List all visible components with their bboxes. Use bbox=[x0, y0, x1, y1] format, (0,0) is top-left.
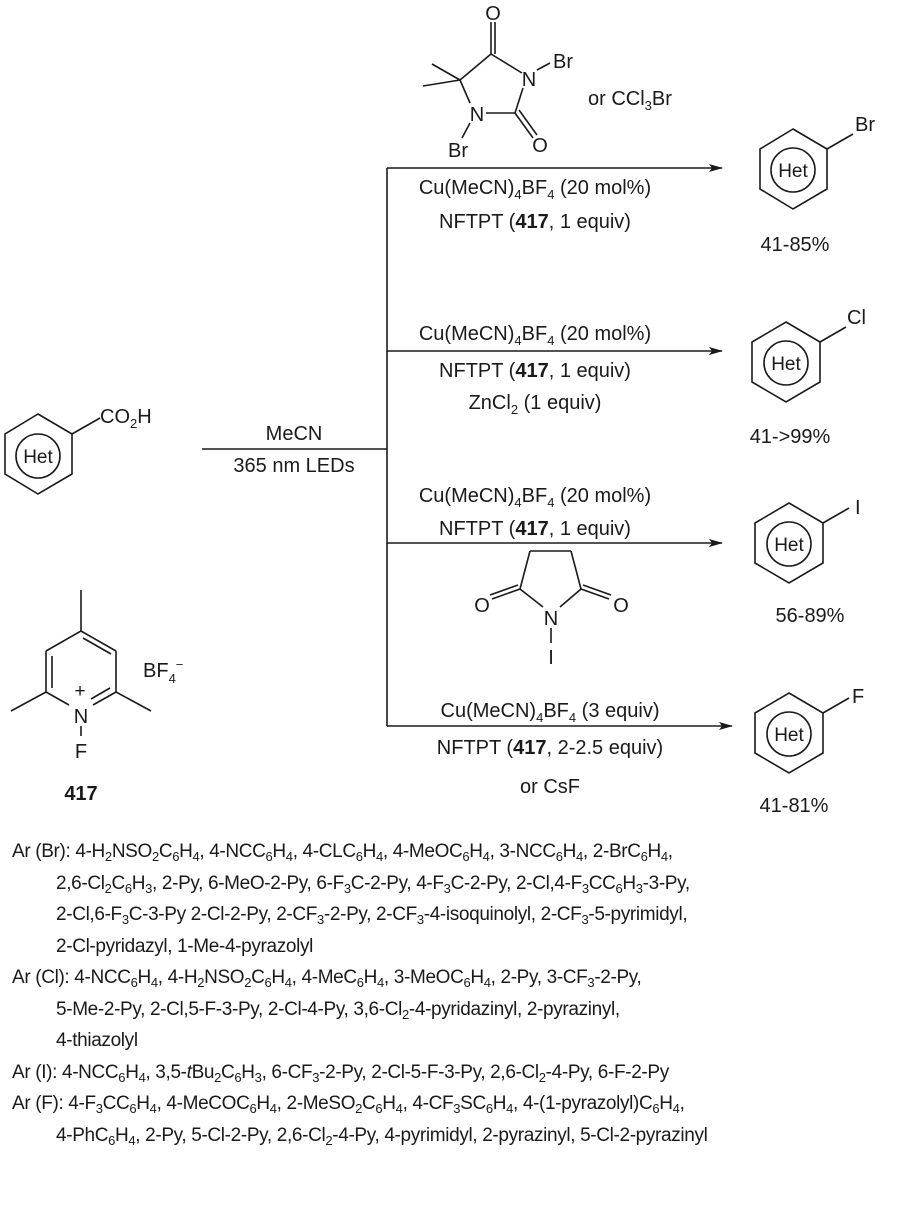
branch-iodination: Cu(MeCN)4BF4 (20 mol%) NFTPT (417, 1 equ… bbox=[387, 485, 861, 669]
f-condition-catalyst: Cu(MeCN)4BF4 (3 equiv) bbox=[441, 700, 660, 725]
branch-chlorination: Cu(MeCN)4BF4 (20 mol%) NFTPT (417, 1 equ… bbox=[387, 307, 866, 448]
product-cl-substituent: Cl bbox=[847, 307, 866, 329]
reaction-scheme: Het CO2H MeCN 365 nm LEDs O N N O bbox=[4, 3, 875, 817]
scope-cl-line-3: 4-thiazolyl bbox=[56, 1030, 138, 1051]
nis-o-right: O bbox=[613, 595, 629, 617]
reagent-417-label: 417 bbox=[64, 783, 97, 805]
br-alternative-reagent: or CCl3Br bbox=[588, 88, 672, 113]
dbdmh-br-right: Br bbox=[553, 51, 573, 73]
reagent-417-charge: + bbox=[74, 681, 85, 702]
scope-f-line-1: Ar (F): 4-F3CC6H4, 4-MeCOC6H4, 2-MeSO2C6… bbox=[12, 1093, 685, 1116]
scope-f-line-2: 4-PhC6H4, 2-Py, 5-Cl-2-Py, 2,6-Cl2-4-Py,… bbox=[56, 1124, 708, 1148]
scope-i-label: Ar (I): bbox=[12, 1061, 58, 1083]
i-condition-catalyst: Cu(MeCN)4BF4 (20 mol%) bbox=[419, 485, 651, 510]
product-i: Het I bbox=[754, 497, 861, 584]
reagent-417-counterion: BF4− bbox=[143, 657, 183, 686]
dbdmh-br-left: Br bbox=[448, 140, 468, 162]
scope-cl: Ar (Cl): 4-NCC6H4, 4-H2NSO2C6H4, 4-MeC6H… bbox=[12, 962, 900, 1057]
scope-cl-line-1: Ar (Cl): 4-NCC6H4, 4-H2NSO2C6H4, 4-MeC6H… bbox=[12, 967, 642, 990]
scope-cl-label: Ar (Cl): bbox=[12, 967, 70, 988]
cooh-label: CO2H bbox=[100, 406, 152, 431]
product-br-substituent: Br bbox=[855, 114, 875, 136]
scope-br-line-2: 2,6-Cl2C6H3, 2-Py, 6-MeO-2-Py, 6-F3C-2-P… bbox=[56, 872, 690, 896]
het-ring-circle bbox=[15, 433, 61, 479]
nis-i: I bbox=[548, 647, 554, 669]
nis-o-left: O bbox=[474, 595, 490, 617]
branch-bromination: O N N O Br Br or CCl3Br Cu(MeCN)4BF4 (20… bbox=[387, 3, 875, 256]
product-br: Het Br bbox=[759, 114, 875, 210]
i-condition-oxidant: NFTPT (417, 1 equiv) bbox=[439, 518, 631, 540]
yield-f: 41-81% bbox=[760, 795, 829, 817]
scope-br-label: Ar (Br): bbox=[12, 841, 71, 862]
yield-cl: 41->99% bbox=[750, 426, 831, 448]
dbdmh-n-right: N bbox=[522, 69, 536, 91]
scope-i-line-1: Ar (I): 4-NCC6H4, 3,5-tBu2C6H3, 6-CF3-2-… bbox=[12, 1061, 669, 1085]
scope-br: Ar (Br): 4-H2NSO2C6H4, 4-NCC6H4, 4-CLC6H… bbox=[12, 836, 900, 962]
nis-n: N bbox=[544, 608, 558, 630]
scope-br-line-3: 2-Cl,6-F3C-3-Py 2-Cl-2-Py, 2-CF3-2-Py, 2… bbox=[56, 904, 688, 927]
scope-i: Ar (I): 4-NCC6H4, 3,5-tBu2C6H3, 6-CF3-2-… bbox=[12, 1057, 900, 1089]
dbdmh-o-top: O bbox=[485, 3, 501, 25]
cl-condition-additive: ZnCl2 (1 equiv) bbox=[469, 392, 602, 417]
reagent-417-n: N bbox=[74, 706, 88, 728]
scope-f: Ar (F): 4-F3CC6H4, 4-MeCOC6H4, 2-MeSO2C6… bbox=[12, 1088, 900, 1151]
product-f-substituent: F bbox=[852, 686, 864, 708]
substrate-scope: Ar (Br): 4-H2NSO2C6H4, 4-NCC6H4, 4-CLC6H… bbox=[12, 836, 900, 1151]
reagent-417-structure: N + F BF4− 417 bbox=[10, 590, 183, 805]
branch-fluorination: Cu(MeCN)4BF4 (3 equiv) NFTPT (417, 2-2.5… bbox=[387, 686, 864, 817]
nis-structure: O O N I bbox=[474, 550, 629, 669]
main-condition-light: 365 nm LEDs bbox=[233, 455, 354, 477]
f-condition-oxidant: NFTPT (417, 2-2.5 equiv) bbox=[437, 737, 663, 759]
cl-condition-oxidant: NFTPT (417, 1 equiv) bbox=[439, 360, 631, 382]
product-f-het-label: Het bbox=[774, 725, 804, 746]
reagent-417-f: F bbox=[75, 741, 87, 763]
dbdmh-n-left: N bbox=[470, 104, 484, 126]
het-label: Het bbox=[23, 447, 53, 468]
product-cl: Het Cl bbox=[751, 307, 866, 403]
starting-material: Het CO2H bbox=[4, 406, 152, 495]
br-condition-catalyst: Cu(MeCN)4BF4 (20 mol%) bbox=[419, 177, 651, 202]
cl-condition-catalyst: Cu(MeCN)4BF4 (20 mol%) bbox=[419, 323, 651, 348]
product-br-het-label: Het bbox=[778, 161, 808, 182]
dbdmh-structure: O N N O Br Br bbox=[422, 3, 573, 162]
scope-f-label: Ar (F): bbox=[12, 1093, 64, 1114]
main-condition-solvent: MeCN bbox=[266, 423, 323, 445]
product-cl-het-label: Het bbox=[771, 354, 801, 375]
bond-to-cooh bbox=[71, 417, 101, 435]
scope-br-line-1: Ar (Br): 4-H2NSO2C6H4, 4-NCC6H4, 4-CLC6H… bbox=[12, 841, 673, 864]
dbdmh-o-bottom: O bbox=[532, 135, 548, 157]
product-f: Het F bbox=[754, 686, 864, 774]
yield-i: 56-89% bbox=[776, 605, 845, 627]
scope-cl-line-2: 5-Me-2-Py, 2-Cl,5-F-3-Py, 2-Cl-4-Py, 3,6… bbox=[56, 998, 620, 1022]
product-i-substituent: I bbox=[855, 497, 861, 519]
br-condition-oxidant: NFTPT (417, 1 equiv) bbox=[439, 211, 631, 233]
product-i-het-label: Het bbox=[774, 535, 804, 556]
scope-br-line-4: 2-Cl-pyridazyl, 1-Me-4-pyrazolyl bbox=[56, 935, 313, 957]
f-condition-alternative: or CsF bbox=[520, 776, 580, 798]
yield-br: 41-85% bbox=[761, 234, 830, 256]
